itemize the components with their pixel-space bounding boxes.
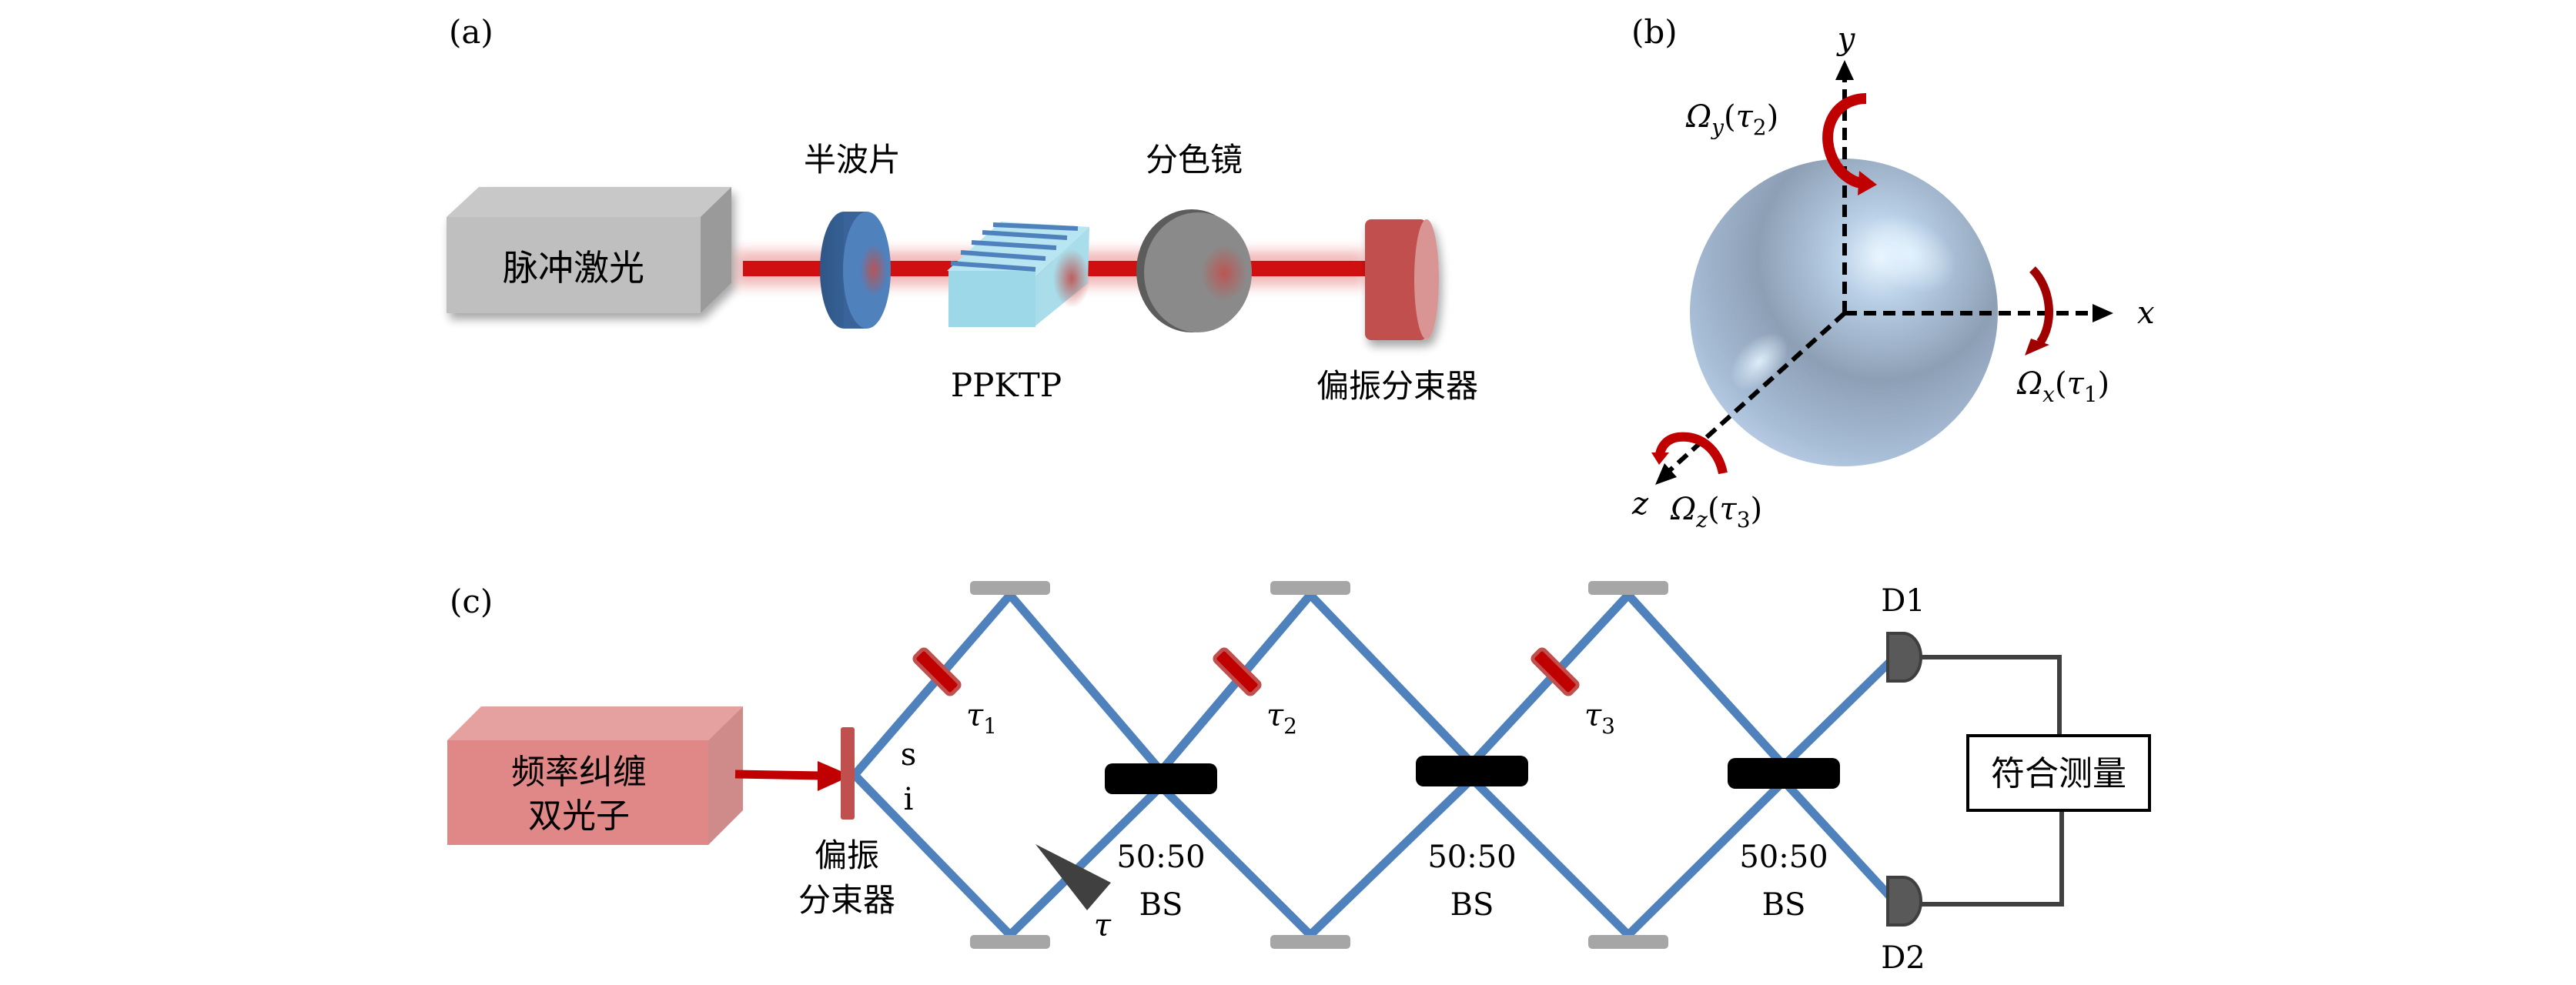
mirror-bottom [1270, 935, 1350, 949]
z-axis-label: z [1631, 486, 1649, 522]
rotation-y-arrow [1822, 93, 1867, 189]
beam-splitter-2 [1416, 756, 1528, 786]
phase-plate-1-label: τ1 [966, 698, 997, 739]
rotation-z-arrow [1655, 432, 1728, 475]
input-arrow-shaft [734, 770, 823, 780]
z-axis-arrowhead [1655, 463, 1677, 485]
bs-1-name: BS [1139, 887, 1183, 923]
coincidence-box [1966, 734, 2151, 812]
rotation-z-arrowhead [1651, 452, 1669, 465]
x-axis-arrowhead [2093, 304, 2113, 322]
panel-a: (a) 脉冲激光 半波片 [447, 13, 1478, 405]
detector-d1 [1886, 632, 1922, 683]
pbs-plate [841, 727, 855, 820]
wire-d2 [1921, 810, 2064, 907]
sphere-highlight [1862, 215, 1956, 293]
hwp-label: 半波片 [804, 141, 901, 179]
bs-1-ratio: 50:50 [1116, 840, 1205, 875]
detector-d2 [1886, 876, 1922, 927]
pbs-cylinder [1365, 219, 1439, 340]
dichroic-label: 分色镜 [1146, 141, 1243, 179]
panel-b-label: (b) [1631, 13, 1678, 51]
phase-plates: τ1 τ2 τ3 [912, 647, 1615, 739]
delay-label: τ [1094, 908, 1112, 943]
beam-splitter-3 [1728, 758, 1840, 789]
x-axis-label: x [2137, 296, 2155, 331]
rotation-y-arrowhead [1858, 171, 1877, 195]
phase-plate-2 [1213, 647, 1262, 696]
rotation-z-label: Ωz(τ3) [1670, 492, 1762, 533]
rotation-x-arrowhead [2025, 339, 2049, 356]
upper-beam-path [851, 588, 1893, 778]
delay-wedge [1035, 844, 1111, 910]
d1-label: D1 [1881, 583, 1925, 619]
ppktp-crystal [947, 222, 1090, 327]
bs-3-name: BS [1762, 887, 1806, 923]
source-label-line2: 双光子 [528, 796, 630, 836]
beam-splitter-1 [1105, 763, 1217, 794]
mirrors [970, 581, 1668, 949]
mirror-top [1270, 581, 1350, 595]
half-wave-plate [820, 212, 891, 329]
lower-beam-path [851, 772, 1894, 941]
y-axis-arrowhead [1835, 60, 1854, 80]
d2-label: D2 [1881, 940, 1925, 976]
mirror-bottom [1588, 935, 1668, 949]
y-axis-label: y [1836, 22, 1856, 57]
input-arrowhead [818, 761, 851, 791]
rotation-x-label: Ωx(τ1) [2016, 366, 2109, 407]
bs-2-ratio: 50:50 [1427, 840, 1516, 875]
dichroic-mirror [1136, 209, 1252, 332]
pbs-label: 偏振分束器 [1316, 367, 1478, 405]
pulsed-laser-box [447, 187, 731, 313]
signal-label: s [901, 737, 917, 773]
idler-label: i [904, 782, 914, 817]
phase-plate-1 [912, 647, 962, 696]
phase-plate-3-label: τ3 [1584, 698, 1615, 739]
source-label-line1: 频率纠缠 [511, 753, 647, 792]
wire-d1 [1921, 655, 2062, 735]
phase-plate-3 [1531, 647, 1580, 696]
panel-a-label: (a) [449, 13, 493, 51]
bs-2-name: BS [1450, 887, 1494, 923]
laser-label: 脉冲激光 [503, 247, 644, 289]
rotation-x-arrow [2029, 266, 2053, 346]
photon-source-box [447, 706, 743, 845]
mirror-top [1588, 581, 1668, 595]
rotation-y-label: Ωy(τ2) [1685, 99, 1778, 140]
bs-3-ratio: 50:50 [1739, 840, 1828, 875]
panel-b: (b) y x z Ωy(τ2) Ωx(τ1) Ωz(τ3) [1631, 13, 2155, 533]
pbs-label-line1: 偏振 [815, 836, 879, 874]
ppktp-label: PPKTP [951, 366, 1062, 404]
mirror-bottom [970, 935, 1050, 949]
mirror-top [970, 581, 1050, 595]
phase-plate-2-label: τ2 [1266, 698, 1297, 739]
panel-c-label: (c) [450, 583, 493, 620]
sphere-highlight [1730, 332, 1788, 391]
pbs-label-line2: 分束器 [798, 881, 895, 919]
coincidence-label: 符合测量 [1991, 754, 2126, 793]
